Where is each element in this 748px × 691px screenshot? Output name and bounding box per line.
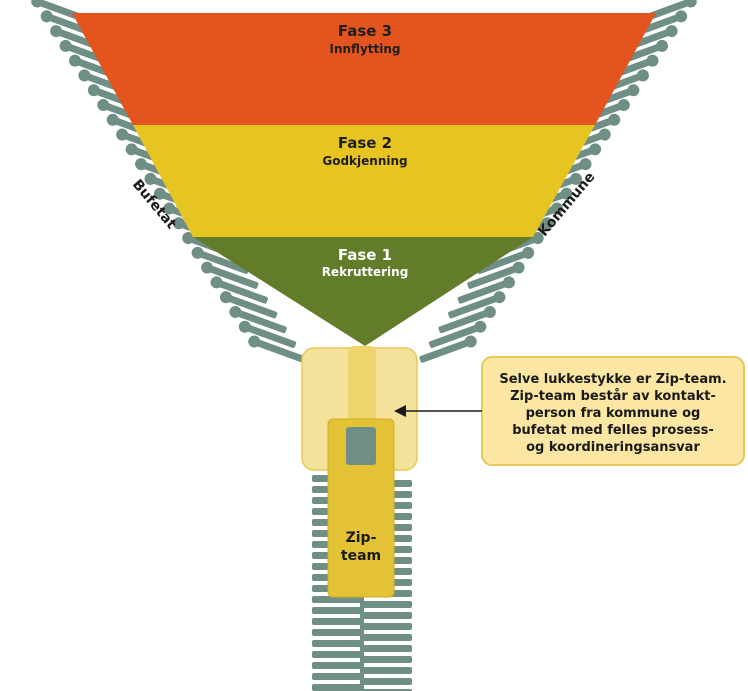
callout-arrow-head — [394, 405, 406, 417]
zipper-tooth — [191, 246, 250, 275]
zipper-tooth — [219, 291, 278, 319]
zipper-tooth — [467, 261, 525, 289]
zipper-tooth — [248, 335, 306, 363]
zipper-tooth — [210, 276, 268, 304]
phase-3-subtitle: Innflytting — [330, 42, 401, 56]
zipper-tooth — [360, 645, 412, 652]
zipper-tooth — [419, 335, 477, 363]
phase-1-subtitle: Rekruttering — [322, 265, 409, 279]
zipper-tooth — [457, 276, 516, 304]
zipper-tooth — [312, 596, 364, 603]
callout-line-2: Zip-team består av kontakt- — [510, 389, 716, 404]
zipper-tooth — [360, 634, 412, 641]
zipper-tooth — [360, 601, 412, 608]
zipper-tooth — [312, 618, 364, 625]
phase-3-title: Fase 3 — [338, 22, 392, 40]
pull-tab-label-line-2: team — [341, 548, 381, 564]
zipper-tooth — [229, 305, 287, 334]
zipper-tooth — [238, 320, 297, 348]
zipper-tooth — [360, 656, 412, 663]
phase-2-band — [133, 125, 595, 237]
zipper-tooth — [476, 246, 535, 275]
zipper-tooth — [312, 651, 364, 658]
phase-1-title: Fase 1 — [338, 246, 392, 264]
zipper-tooth — [312, 662, 364, 669]
zipper-tooth — [360, 667, 412, 674]
zipper-tooth — [312, 607, 364, 614]
zipper-tooth — [201, 261, 259, 289]
phase-2-title: Fase 2 — [338, 134, 392, 152]
pull-tab-hole — [346, 427, 376, 465]
callout-line-4: bufetat med felles prosess- — [512, 423, 714, 438]
zipper-tooth — [360, 678, 412, 685]
pull-tab-label-line-1: Zip- — [346, 530, 377, 546]
zipper-pull-tab — [327, 418, 395, 598]
callout-line-1: Selve lukkestykke er Zip-team. — [499, 372, 726, 387]
phase-2-subtitle: Godkjenning — [322, 154, 407, 168]
zipper-tooth — [312, 640, 364, 647]
zipper-tooth — [438, 305, 496, 334]
phase-1-band — [193, 237, 533, 346]
callout-line-5: og koordineringsansvar — [526, 440, 700, 455]
phase-3-band — [72, 13, 656, 125]
zipper-tooth — [312, 684, 364, 691]
zipper-tooth — [312, 629, 364, 636]
callout-line-3: person fra kommune og — [526, 406, 701, 421]
zipper-tooth — [312, 673, 364, 680]
zipper-tooth — [448, 291, 506, 319]
zipper-tooth — [360, 612, 412, 619]
zipper-tooth — [428, 320, 487, 348]
zipper-tooth — [360, 623, 412, 630]
